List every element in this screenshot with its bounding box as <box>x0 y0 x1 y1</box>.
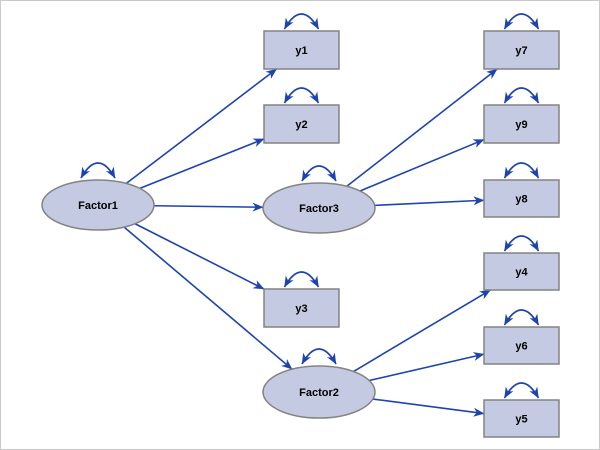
edge-factor1-to-y3 <box>134 223 265 290</box>
edge-factor1-to-factor2 <box>123 226 293 370</box>
latent-variable-ellipse <box>41 179 155 231</box>
node-label-y7: y7 <box>515 45 527 57</box>
node-label-y9: y9 <box>515 119 527 131</box>
node-label-y2: y2 <box>295 119 307 131</box>
node-y1: y1 <box>263 30 340 70</box>
edge-factor2-to-y6 <box>369 352 485 382</box>
variance-loop-y6 <box>503 309 540 326</box>
node-y6: y6 <box>483 326 560 365</box>
node-y2: y2 <box>263 104 340 144</box>
observed-variable-rect <box>483 30 560 70</box>
edge-factor2-to-y5 <box>372 398 485 417</box>
node-label-factor1: Factor1 <box>78 200 118 212</box>
edge-factor1-to-factor3 <box>153 202 264 212</box>
variance-loop-y1 <box>283 13 320 30</box>
variance-loop-y7 <box>503 13 540 30</box>
node-label-y8: y8 <box>515 194 527 206</box>
observed-variable-rect <box>263 104 340 144</box>
node-y3: y3 <box>263 288 340 328</box>
latent-variable-ellipse <box>262 182 376 234</box>
edge-factor3-to-y8 <box>374 196 485 207</box>
edge-factor1-to-y2 <box>139 138 265 190</box>
edges-layer <box>123 68 498 417</box>
edge-factor3-to-y9 <box>359 138 485 192</box>
variance-loop-y2 <box>283 87 320 104</box>
observed-variable-rect <box>263 30 340 70</box>
variance-loop-factor1 <box>80 162 116 179</box>
node-factor3: Factor3 <box>262 182 376 234</box>
node-factor1: Factor1 <box>41 179 155 231</box>
observed-variable-rect <box>483 326 560 365</box>
observed-variable-rect <box>483 104 560 144</box>
node-label-factor3: Factor3 <box>299 203 339 215</box>
variance-loop-factor2 <box>301 348 337 365</box>
node-label-factor2: Factor2 <box>299 387 339 399</box>
observed-variable-rect <box>483 252 560 291</box>
node-factor2: Factor2 <box>262 365 376 419</box>
variance-loop-factor3 <box>301 165 337 182</box>
latent-variable-ellipse <box>262 365 376 419</box>
node-y8: y8 <box>483 179 560 218</box>
variance-loop-y9 <box>503 87 540 104</box>
node-label-y3: y3 <box>295 303 307 315</box>
variance-loop-y4 <box>503 235 540 252</box>
node-y7: y7 <box>483 30 560 70</box>
node-label-y1: y1 <box>295 45 307 57</box>
node-label-y6: y6 <box>515 341 527 353</box>
node-y4: y4 <box>483 252 560 291</box>
observed-variable-rect <box>483 399 560 438</box>
variance-loop-y3 <box>283 271 320 288</box>
variance-loop-y5 <box>503 382 540 399</box>
node-y9: y9 <box>483 104 560 144</box>
edge-factor3-to-y7 <box>346 68 498 187</box>
node-y5: y5 <box>483 399 560 438</box>
observed-variable-rect <box>483 179 560 218</box>
observed-variable-rect <box>263 288 340 328</box>
edge-factor1-to-y1 <box>125 68 278 185</box>
node-label-y4: y4 <box>515 267 528 279</box>
edge-factor2-to-y4 <box>353 289 491 373</box>
node-label-y5: y5 <box>515 414 527 426</box>
variance-loop-y8 <box>503 162 540 179</box>
variance-loops-layer <box>80 13 540 399</box>
